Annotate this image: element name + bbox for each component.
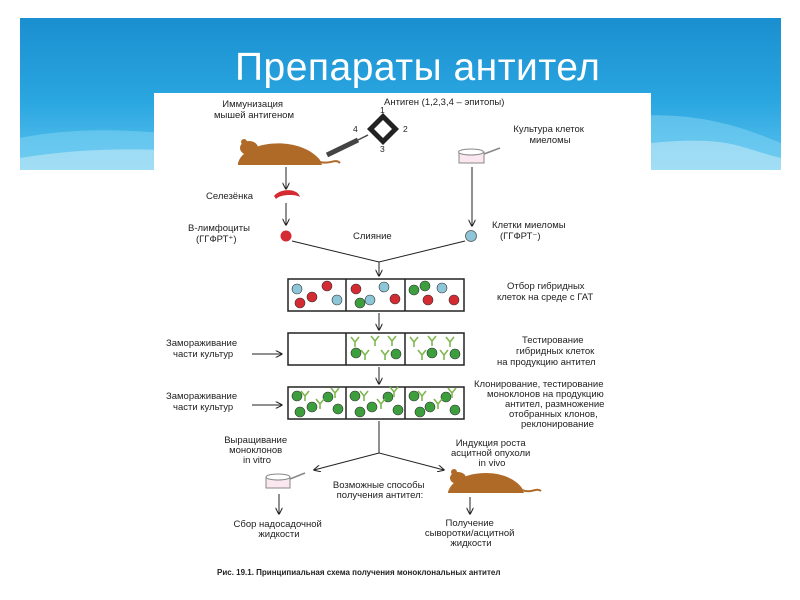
hybrid-cell	[392, 404, 404, 416]
antigen-diamond-icon	[367, 113, 399, 145]
hybrid-cell	[440, 391, 452, 403]
diagram-panel: Антиген (1,2,3,4 – эпитопы) 1 2 3 4 Имму…	[154, 93, 651, 587]
antibody-glyph	[350, 336, 360, 347]
immunization-label: Иммунизация мышей антигеном	[214, 99, 294, 121]
hybrid-cell	[408, 284, 420, 296]
hybrid-cell	[414, 406, 426, 418]
cloning-plate	[287, 386, 465, 420]
hybrid-cell	[424, 401, 436, 413]
hybrid-cell	[426, 347, 438, 359]
culture-dish-in-vitro-icon	[265, 472, 306, 489]
antigen-label: Антиген (1,2,3,4 – эпитопы)	[384, 97, 504, 108]
freezing-2-label: Замораживание части культур	[166, 391, 240, 413]
in-vivo-label: Индукция роста асцитной опухоли in vivo	[451, 438, 533, 469]
myeloma-cell	[291, 283, 303, 295]
lymphocyte-cell	[422, 294, 434, 306]
culture-dish-icon	[458, 147, 501, 164]
hybrid-cell	[332, 403, 344, 415]
antibody-glyph	[370, 335, 380, 346]
antibody-glyph	[447, 387, 457, 398]
testing-label: Тестирование гибридных клеток на продукц…	[497, 335, 597, 368]
antibody-glyph	[360, 349, 370, 360]
antibody-glyph	[445, 336, 455, 347]
antibody-glyph	[376, 398, 386, 409]
syringe-icon	[325, 134, 369, 158]
slide-title: Препараты антител	[235, 46, 601, 89]
testing-plate	[287, 332, 465, 366]
antibody-glyph	[389, 386, 399, 397]
myeloma-cell	[378, 281, 390, 293]
antibody-glyph	[427, 335, 437, 346]
myeloma-cell	[465, 230, 477, 242]
lymphocyte-cell	[350, 283, 362, 295]
methods-label: Возможные способы получения антител:	[333, 480, 427, 501]
spleen-label: Селезёнка	[206, 191, 254, 202]
hybrid-selection-label: Отбор гибридных клеток на среде с ГАТ	[497, 281, 593, 303]
antibody-glyph	[433, 398, 443, 409]
antibody-glyph	[300, 390, 310, 401]
hybrid-cell	[294, 406, 306, 418]
hybrid-cell	[408, 390, 420, 402]
hybrid-cell	[449, 404, 461, 416]
hybrid-cell	[354, 406, 366, 418]
antibody-glyph	[315, 398, 325, 409]
antibody-glyph	[387, 335, 397, 346]
antibody-glyph	[417, 390, 427, 401]
freezing-1-label: Замораживание части культур	[166, 338, 240, 360]
lymphocyte-cell	[321, 280, 333, 292]
hybrid-cell	[322, 391, 334, 403]
in-vitro-label: Выращивание моноклонов in vitro	[224, 435, 290, 466]
hybrid-cell	[419, 280, 431, 292]
lymphocyte-cell	[306, 291, 318, 303]
antibody-glyph	[439, 349, 449, 360]
epitope-4: 4	[353, 124, 358, 134]
figure-caption: Рис. 19.1. Принципиальная схема получени…	[217, 568, 500, 577]
hybrid-cell	[349, 390, 361, 402]
lymphocyte-cell	[448, 294, 460, 306]
myeloma-culture-label: Культура клеток миеломы	[513, 124, 586, 146]
epitope-3: 3	[380, 144, 385, 154]
hybrid-cell	[291, 390, 303, 402]
hybrid-cell	[306, 401, 318, 413]
epitope-2: 2	[403, 124, 408, 134]
epitope-1: 1	[380, 105, 385, 115]
spleen-icon	[274, 190, 300, 199]
myeloma-cell	[331, 294, 343, 306]
antibody-glyph	[359, 390, 369, 401]
antibody-glyph	[417, 349, 427, 360]
hybrid-cell	[449, 348, 461, 360]
myeloma-cells-label: Клетки миеломы (ГГФРТ⁻)	[492, 220, 568, 242]
hybrid-cell	[390, 348, 402, 360]
hybrid-cell	[350, 347, 362, 359]
b-lymphocyte-cell	[280, 230, 292, 242]
hybrid-selection-plate	[287, 278, 465, 312]
myeloma-cell	[364, 294, 376, 306]
cloning-label: Клонирование, тестирование моноклонов на…	[474, 379, 607, 430]
myeloma-cell	[436, 282, 448, 294]
mouse-icon	[238, 139, 341, 165]
supernatant-label: Сбор надосадочной жидкости	[234, 519, 325, 540]
mouse-in-vivo-icon	[448, 469, 542, 493]
b-lymphocytes-label: В-лимфоциты (ГГФРТ⁺)	[188, 223, 253, 245]
antibody-glyph	[330, 387, 340, 398]
hybrid-cell	[366, 401, 378, 413]
monoclonal-antibody-scheme: Антиген (1,2,3,4 – эпитопы) 1 2 3 4 Имму…	[166, 97, 607, 577]
lymphocyte-cell	[389, 293, 401, 305]
fusion-label: Слияние	[353, 231, 392, 242]
antibody-glyph	[409, 336, 419, 347]
hybrid-cell	[354, 297, 366, 309]
antibody-glyph	[380, 349, 390, 360]
lymphocyte-cell	[294, 297, 306, 309]
serum-label: Получение сыворотки/асцитной жидкости	[425, 518, 517, 549]
